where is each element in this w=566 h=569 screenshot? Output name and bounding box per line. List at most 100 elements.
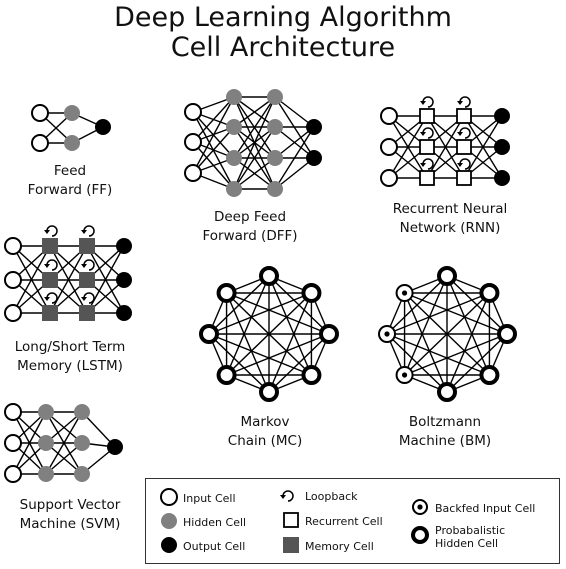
- loopback-arrowhead: [420, 101, 426, 105]
- loopback-arrowhead: [81, 297, 87, 301]
- recurrent-cell: [419, 108, 435, 124]
- rnn-label: Recurrent Neural Network (RNN): [370, 200, 530, 238]
- probabilistic-hidden-cell-ring: [437, 382, 457, 402]
- loopback-icon: [46, 292, 58, 304]
- input-cell: [184, 164, 202, 182]
- probabilistic-hidden-cell-ring: [437, 266, 457, 286]
- rnn-network: [380, 96, 510, 187]
- mc-label-line-2: Chain (MC): [227, 433, 303, 449]
- hidden-cell: [38, 435, 54, 451]
- hidden-cell: [226, 119, 242, 135]
- output-cell: [494, 139, 510, 155]
- legend-loopback-label: Loopback: [305, 490, 358, 503]
- recurrent-cell: [456, 170, 472, 186]
- hidden-cell: [267, 119, 283, 135]
- loopback-arrowhead: [44, 230, 50, 234]
- svm-network: [4, 403, 123, 483]
- loopback-icon: [83, 259, 95, 271]
- loopback-icon: [422, 127, 434, 139]
- lstm-label: Long/Short Term Memory (LSTM): [0, 338, 140, 376]
- connection-line: [192, 126, 235, 174]
- recurrent-cell: [419, 170, 435, 186]
- input-cell: [31, 104, 49, 122]
- memory-cell: [79, 272, 95, 288]
- probabilistic-hidden-cell-ring: [301, 365, 322, 386]
- loopback-arrowhead: [280, 495, 286, 499]
- probabilistic-hidden-cell-ring: [216, 282, 237, 303]
- hidden-cell: [267, 181, 283, 197]
- output-cell: [116, 272, 132, 288]
- loopback-arrowhead: [457, 163, 463, 167]
- probabilistic-hidden-cell: [497, 324, 517, 344]
- connection-line: [226, 292, 312, 376]
- connection-line: [386, 333, 448, 393]
- legend-recurrent-cell-label: Recurrent Cell: [305, 515, 383, 528]
- backfed-input-cell: [395, 366, 414, 385]
- hidden-cell: [74, 435, 90, 451]
- connection-line: [233, 157, 276, 190]
- loopback-icon: [282, 490, 294, 502]
- input-cell: [380, 138, 398, 156]
- input-cell: [4, 304, 22, 322]
- hidden-cell: [74, 466, 90, 482]
- probabilistic-hidden-cell-ring: [259, 382, 279, 402]
- memory-cell: [42, 272, 58, 288]
- output-cell: [306, 150, 322, 166]
- output-cell: [116, 238, 132, 254]
- input-cell: [4, 237, 22, 255]
- ff-network: [31, 104, 111, 152]
- output-cell: [161, 537, 177, 553]
- ff-label-line-2: Forward (FF): [27, 182, 113, 198]
- legend-backfed-input-label: Backfed Input Cell: [435, 502, 536, 515]
- connection-line: [274, 126, 315, 159]
- svm-label-line-1: Support Vector: [19, 497, 121, 513]
- backfed-input-cell: [412, 499, 428, 515]
- connection-line: [226, 292, 330, 335]
- probabilistic-hidden-cell-ring: [301, 282, 322, 303]
- connection-line: [81, 411, 116, 448]
- loopback-icon: [459, 127, 471, 139]
- legend-input-cell-label: Input Cell: [183, 492, 236, 505]
- recurrent-cell: [419, 139, 435, 155]
- loopback-icon: [459, 96, 471, 108]
- dff-label-line-1: Deep Feed: [213, 209, 287, 225]
- probabilistic-hidden-cell-ring: [259, 266, 279, 286]
- output-cell: [95, 119, 111, 135]
- output-cell: [116, 305, 132, 321]
- probabilistic-hidden-cell: [301, 282, 322, 303]
- rnn-label-line-2: Network (RNN): [399, 220, 501, 236]
- input-cell: [160, 488, 178, 506]
- legend-memory-cell-label: Memory Cell: [305, 540, 374, 553]
- hidden-cell: [161, 513, 177, 529]
- recurrent-cell: [456, 108, 472, 124]
- mc-network: [199, 266, 339, 402]
- probabilistic-hidden-cell: [479, 282, 500, 303]
- dff-network: [184, 89, 322, 197]
- connection-line: [274, 157, 315, 190]
- connection-line: [192, 96, 235, 174]
- connection-line: [12, 411, 47, 475]
- hidden-cell: [226, 150, 242, 166]
- output-cell: [494, 170, 510, 186]
- loopback-arrowhead: [457, 132, 463, 136]
- dff-label: Deep Feed Forward (DFF): [180, 208, 320, 246]
- loopback-icon: [83, 225, 95, 237]
- probabilistic-hidden-cell: [259, 266, 279, 286]
- probabilistic-hidden-cell: [301, 365, 322, 386]
- connection-line: [404, 292, 490, 376]
- loopback-arrowhead: [44, 297, 50, 301]
- hidden-cell: [64, 105, 80, 121]
- hidden-cell: [64, 135, 80, 151]
- memory-cell: [283, 537, 299, 553]
- input-cell: [4, 434, 22, 452]
- probabilistic-hidden-cell: [319, 324, 339, 344]
- backfed-input-cell: [378, 325, 396, 343]
- backfed-input-cell-dot: [384, 331, 390, 337]
- probabilistic-hidden-cell-ring: [411, 526, 429, 544]
- lstm-network: [4, 225, 132, 322]
- output-cell: [494, 108, 510, 124]
- bm-label-line-2: Machine (BM): [398, 433, 492, 449]
- loopback-icon: [46, 259, 58, 271]
- input-cell: [4, 403, 22, 421]
- title-line-1: Deep Learning Algorithm: [114, 2, 452, 33]
